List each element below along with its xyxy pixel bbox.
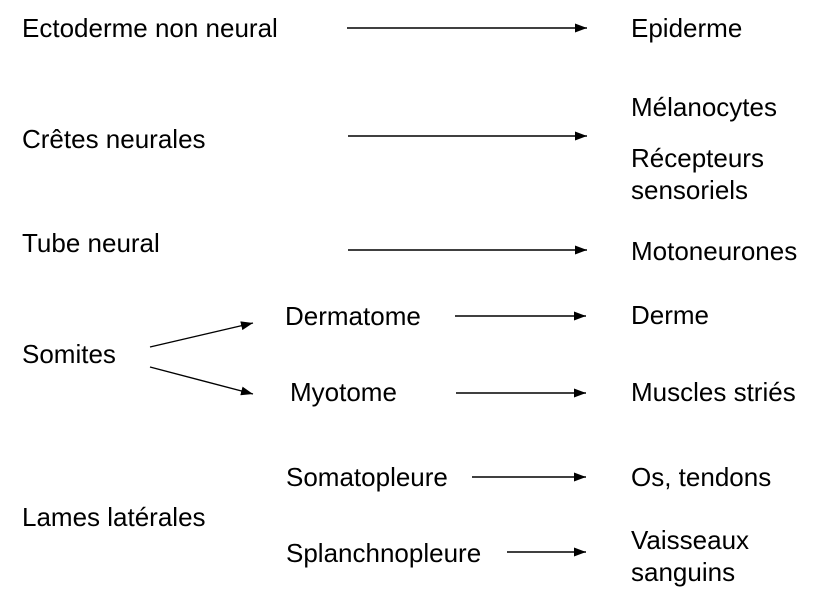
node-os-tendons: Os, tendons [631, 462, 772, 492]
node-tube-neural: Tube neural [22, 228, 160, 258]
node-muscles-stries: Muscles striés [631, 377, 796, 407]
node-somatopleure: Somatopleure [286, 462, 448, 492]
node-recepteurs-sensoriels: Récepteurs sensoriels [631, 143, 764, 205]
node-myotome: Myotome [290, 377, 397, 407]
node-vaisseaux-sanguins: Vaisseaux sanguins [631, 525, 750, 587]
node-epiderme: Epiderme [631, 13, 743, 43]
node-melanocytes: Mélanocytes [631, 92, 777, 122]
arrow-somites-dermatome [149, 321, 254, 348]
node-splanchnopleure: Splanchnopleure [286, 538, 482, 568]
node-motoneurones: Motoneurones [631, 236, 798, 266]
node-dermatome: Dermatome [285, 301, 421, 331]
arrow-somites-myotome [149, 366, 254, 396]
node-lames-laterales: Lames latérales [22, 502, 206, 532]
node-somites: Somites [22, 339, 116, 369]
node-derme: Derme [631, 300, 710, 330]
node-cretes-neurales: Crêtes neurales [22, 124, 206, 154]
node-ectoderme-non-neural: Ectoderme non neural [22, 13, 278, 43]
